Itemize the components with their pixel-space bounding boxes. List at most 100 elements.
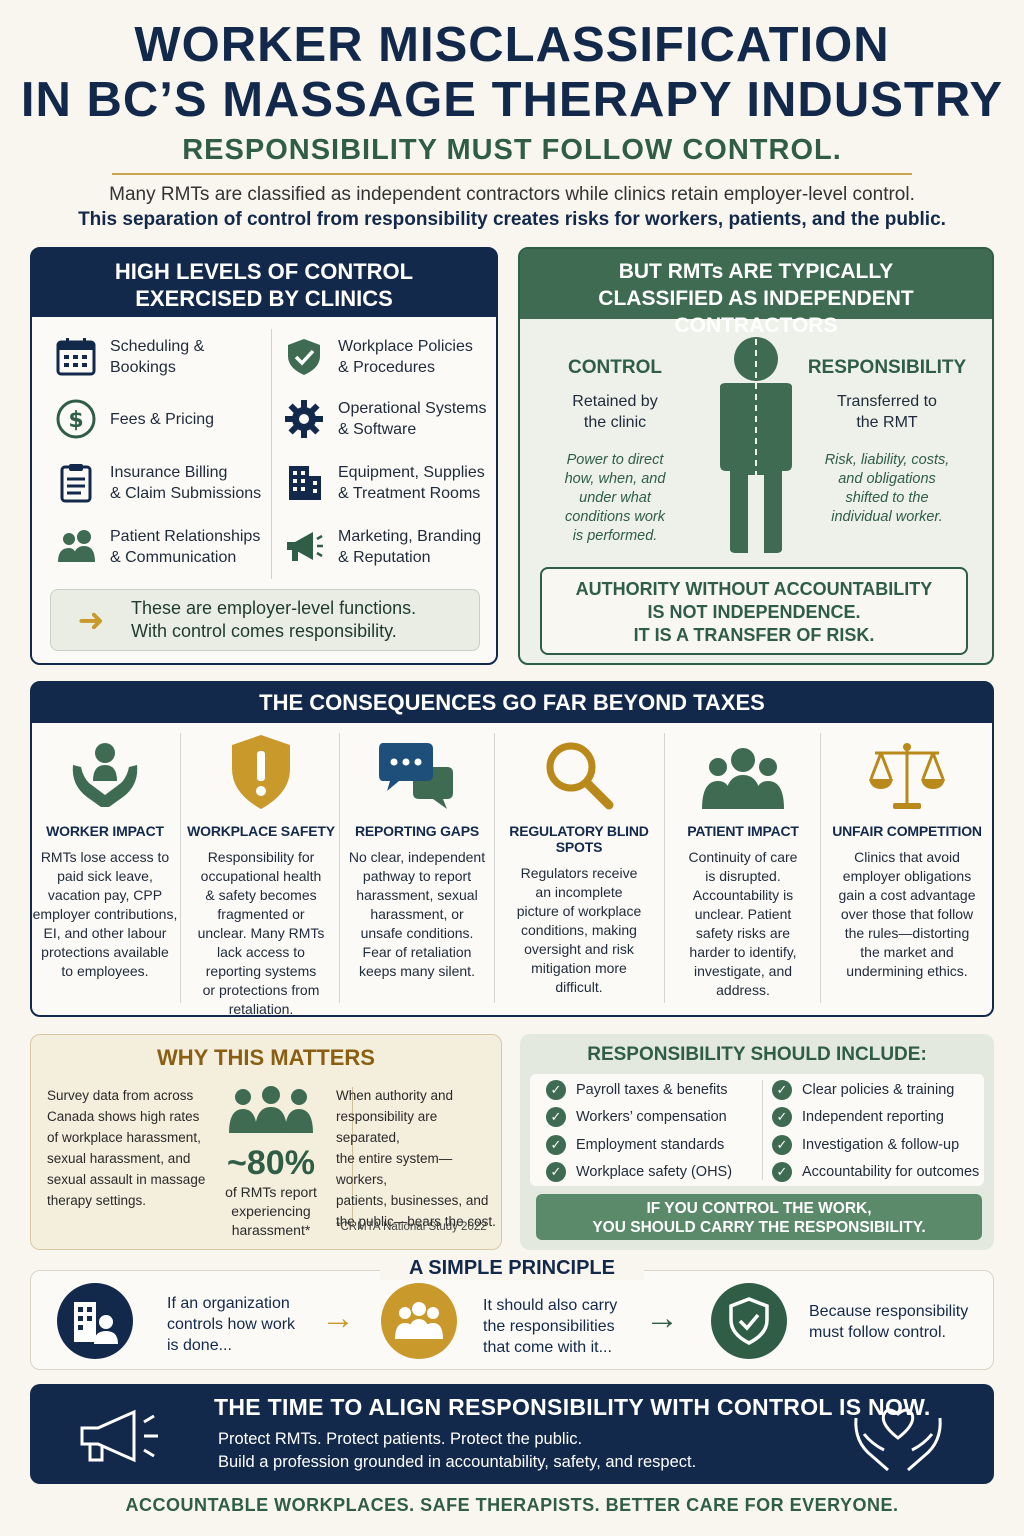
- body-line: Accountability is: [692, 887, 794, 903]
- body-line: address.: [716, 982, 770, 998]
- text-line: that come with it...: [483, 1339, 612, 1356]
- why-matters-panel: WHY THIS MATTERS Survey data from across…: [30, 1034, 502, 1250]
- item-line-2: & Claim Submissions: [110, 485, 262, 502]
- text-line: patients, businesses, and: [336, 1193, 489, 1208]
- responsibility-detail-line: individual worker.: [831, 509, 943, 525]
- consequence-heading: REGULATORY BLIND SPOTS: [509, 823, 649, 855]
- column-divider: [352, 1087, 353, 1227]
- consequence-regulatory-blind-spots: REGULATORY BLIND SPOTS Regulators receiv…: [500, 731, 658, 997]
- body-line: harassment, or: [370, 906, 464, 922]
- item-line-1: Fees & Pricing: [110, 410, 215, 428]
- consequence-body: Clinics that avoid employer obligations …: [828, 848, 986, 981]
- consequence-heading: WORKPLACE SAFETY: [187, 823, 335, 839]
- consequences-panel: THE CONSEQUENCES GO FAR BEYOND TAXES WOR…: [30, 681, 994, 1017]
- page-title: WORKER MISCLASSIFICATION IN BC’S MASSAGE…: [0, 18, 1024, 128]
- principle-step-1: If an organization controls how work is …: [167, 1293, 295, 1356]
- text-line: It should also carry: [483, 1297, 618, 1314]
- dollar-icon: $: [54, 397, 98, 441]
- cta-line-1: Protect RMTs. Protect patients. Protect …: [218, 1430, 583, 1448]
- control-body-line-1: Retained by: [572, 393, 658, 410]
- control-item-marketing: Marketing, Branding& Reputation: [282, 525, 481, 569]
- clipboard-icon: [54, 461, 98, 505]
- check-icon: ✓: [772, 1135, 792, 1155]
- responsibility-heading: RESPONSIBILITY: [807, 357, 967, 378]
- body-line: an incomplete: [535, 884, 623, 900]
- body-line: occupational health: [200, 868, 322, 884]
- control-item-policies: Workplace Policies& Procedures: [282, 335, 473, 379]
- body-line: the rules—distorting: [844, 925, 970, 941]
- statement-line: AUTHORITY WITHOUT ACCOUNTABILITY: [575, 579, 933, 599]
- check-icon: ✓: [546, 1135, 566, 1155]
- control-detail-line: conditions work: [565, 509, 665, 525]
- text-line: therapy settings.: [47, 1193, 147, 1208]
- item-line-1: Workplace Policies: [338, 338, 473, 355]
- body-line: reporting systems: [205, 963, 317, 979]
- body-line: EI, and other labour: [43, 925, 167, 941]
- body-line: unsafe conditions.: [360, 925, 474, 941]
- body-line: Continuity of care: [688, 849, 798, 865]
- heart-hands-icon: [850, 1398, 946, 1479]
- control-item-systems: Operational Systems& Software: [282, 397, 487, 441]
- item-label: Clear policies & training: [802, 1082, 955, 1098]
- consequence-body: Responsibility for occupational health &…: [182, 848, 340, 1019]
- item-line-2: Bookings: [110, 359, 176, 376]
- body-line: & safety becomes: [205, 887, 317, 903]
- list-item: ✓Employment standards: [546, 1135, 724, 1155]
- check-icon: ✓: [772, 1080, 792, 1100]
- check-icon: ✓: [546, 1080, 566, 1100]
- column-divider: [271, 329, 272, 579]
- text-line: responsibility are separated,: [336, 1109, 438, 1145]
- note-line-2: With control comes responsibility.: [131, 621, 397, 641]
- caption-line: of RMTs report: [225, 1184, 317, 1200]
- organization-icon: [57, 1283, 133, 1359]
- body-line: pathway to report: [362, 868, 472, 884]
- list-item: ✓ Clear policies & training: [772, 1080, 954, 1100]
- text-line: Canada shows high rates: [47, 1109, 200, 1124]
- column-divider: [820, 733, 821, 1003]
- text-line: the responsibilities: [483, 1318, 615, 1335]
- control-detail-line: how, when, and: [564, 471, 666, 487]
- check-icon: ✓: [772, 1162, 792, 1182]
- consequence-body: Continuity of care is disrupted. Account…: [664, 848, 822, 1000]
- consequence-heading: WORKER IMPACT: [46, 823, 164, 839]
- consequence-heading: PATIENT IMPACT: [687, 823, 799, 839]
- item-label: Workplace safety (OHS): [576, 1164, 733, 1180]
- stat-value: ~80%: [227, 1144, 315, 1182]
- control-body: Retained by the clinic: [530, 391, 700, 433]
- body-line: mitigation more: [531, 960, 627, 976]
- text-line: the entire system—workers,: [336, 1151, 453, 1187]
- responsibility-detail-line: shifted to the: [845, 490, 929, 506]
- list-item: ✓Workers’ compensation: [546, 1107, 727, 1127]
- principle-panel: If an organization controls how work is …: [30, 1270, 994, 1370]
- cta-line-2: Build a profession grounded in accountab…: [218, 1453, 697, 1471]
- control-detail-line: is performed.: [572, 528, 658, 544]
- text-line: When authority and: [336, 1088, 454, 1103]
- body-line: keeps many silent.: [359, 963, 475, 979]
- megaphone-icon: [74, 1406, 174, 1471]
- consequence-reporting-gaps: REPORTING GAPS No clear, independent pat…: [338, 731, 496, 981]
- item-line-1: Patient Relationships: [110, 528, 261, 545]
- responsibility-body: Transferred to the RMT: [802, 391, 972, 433]
- consequence-worker-impact: WORKER IMPACT RMTs lose access to paid s…: [26, 731, 184, 981]
- consequence-workplace-safety: WORKPLACE SAFETY Responsibility for occu…: [182, 731, 340, 1019]
- item-line-2: & Communication: [110, 549, 237, 566]
- contractor-panel: BUT RMTs ARE TYPICALLY CLASSIFIED AS IND…: [518, 247, 994, 665]
- statement-line: IT IS A TRANSFER OF RISK.: [633, 625, 875, 645]
- list-item: ✓Independent reporting: [772, 1107, 944, 1127]
- stat-caption: of RMTs report experiencing harassment*: [211, 1183, 331, 1240]
- contractor-panel-header: BUT RMTs ARE TYPICALLY CLASSIFIED AS IND…: [520, 249, 992, 337]
- responsibility-body-line-1: Transferred to: [837, 393, 937, 410]
- body-line: Responsibility for: [207, 849, 315, 865]
- group-icon: [211, 1085, 331, 1140]
- item-line-2: & Reputation: [338, 549, 431, 566]
- body-line: harder to identify,: [689, 944, 797, 960]
- people-icon: [54, 525, 98, 569]
- note-line-1: These are employer-level functions.: [131, 598, 417, 618]
- scales-icon: [828, 731, 986, 811]
- item-label: Workers’ compensation: [576, 1109, 727, 1125]
- body-line: harassment, sexual: [356, 887, 478, 903]
- warning-shield-icon: [182, 731, 340, 811]
- text-line: Survey data from across: [47, 1088, 194, 1103]
- arrow-right-icon: →: [645, 1299, 679, 1337]
- consequence-unfair-competition: UNFAIR COMPETITION Clinics that avoid em…: [828, 731, 986, 981]
